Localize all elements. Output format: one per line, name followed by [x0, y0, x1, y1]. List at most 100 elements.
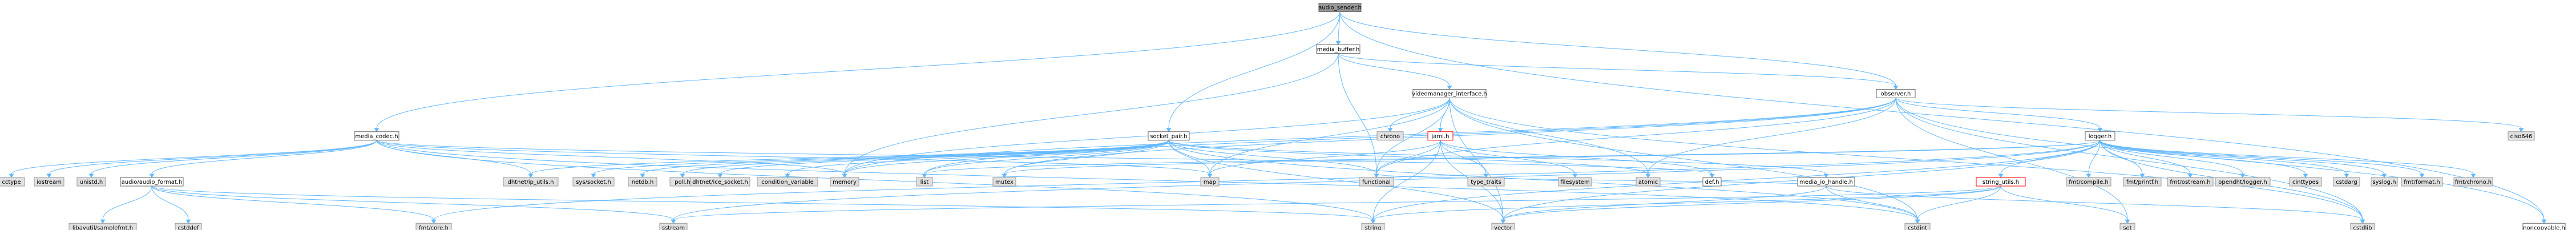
node-label: def.h: [1705, 179, 1719, 185]
arrowhead-media_codec-to-cctype: [9, 173, 14, 178]
node-label: condition_variable: [761, 179, 814, 185]
edge-observer-to-cstdlib: [1895, 98, 2363, 220]
node-box: [1412, 88, 1487, 98]
node-label: atomic: [1638, 179, 1658, 185]
arrowhead-media_codec-to-unistd_h: [88, 173, 94, 178]
node-cinttypes: cinttypes: [2289, 177, 2322, 187]
node-fmt-format: fmt/format.h: [2401, 177, 2443, 187]
node-media-codec[interactable]: media_codec.h: [354, 131, 399, 141]
node-media-io-handle[interactable]: media_io_handle.h: [1797, 177, 1855, 187]
node-box: [757, 177, 818, 187]
node-label: sys/socket.h: [576, 179, 611, 185]
edge-jami-to-map: [1209, 140, 1441, 175]
arrowhead-logger-to-fmt_compile: [2086, 173, 2092, 178]
node-box: [2085, 131, 2115, 141]
edge-jami-to-type_traits: [1440, 140, 1487, 175]
node-box: [2371, 177, 2398, 187]
node-box: [1976, 177, 2026, 187]
node-socket-pair[interactable]: socket_pair.h: [1148, 131, 1190, 141]
node-cstdarg: cstdarg: [2333, 177, 2360, 187]
node-videomanager-interface[interactable]: videomanager_interface.h: [1412, 88, 1487, 98]
edge-media_codec-to-memory: [376, 140, 845, 175]
arrowhead-logger-to-fmt_chrono: [2470, 173, 2476, 178]
edge-string_utils-to-string: [1372, 185, 2001, 220]
arrowhead-videomanager_interface-to-jami: [1438, 128, 1443, 132]
edge-videomanager_interface-to-map: [1209, 98, 1450, 175]
node-audio-sender[interactable]: audio_sender.h: [1318, 3, 1362, 13]
node-label: libavutil/samplefmt.h: [72, 225, 133, 230]
edge-audio_sender-to-media_codec: [376, 11, 1341, 128]
node-box: [2123, 177, 2162, 187]
edge-logger-to-fmt_compile: [2088, 140, 2101, 175]
node-box: [572, 177, 615, 187]
edge-string_utils-to-cstdint: [1917, 185, 2001, 220]
edge-logger-to-syslog_h: [2099, 140, 2385, 175]
node-noncopyable[interactable]: noncopyable.h: [2522, 223, 2566, 230]
node-logger[interactable]: logger.h: [2085, 131, 2115, 141]
arrowhead-audio_format-to-libavutil_samplefmt: [100, 219, 106, 224]
node-label: type_traits: [1471, 179, 1501, 185]
node-box: [1904, 223, 1931, 230]
node-media-buffer[interactable]: media_buffer.h: [1316, 44, 1360, 54]
arrowhead-logger-to-fmt_ostream: [2187, 173, 2193, 178]
node-box: [1491, 223, 1515, 230]
node-string-utils[interactable]: string_utils.h: [1976, 177, 2026, 187]
node-label: netdb.h: [632, 179, 654, 185]
edge-media_buffer-to-videomanager_interface: [1338, 53, 1450, 86]
node-observer[interactable]: observer.h: [1876, 88, 1916, 98]
node-label: poll.h: [675, 179, 691, 185]
edge-logger-to-opendht_logger: [2099, 140, 2243, 175]
node-box: [34, 177, 64, 187]
node-filesystem: filesystem: [1558, 177, 1592, 187]
arrowhead-socket_pair-to-dhtnet_ice_socket: [717, 173, 723, 178]
node-def-h[interactable]: def.h: [1702, 177, 1722, 187]
node-box: [503, 177, 559, 187]
edge-observer-to-list: [924, 98, 1896, 175]
node-box: [1636, 177, 1661, 187]
arrowhead-socket_pair-to-map: [1207, 173, 1213, 178]
arrowhead-media_io_handle-to-functional: [1374, 173, 1379, 178]
node-jami[interactable]: jami.h: [1427, 131, 1453, 141]
edge-media_codec-to-map: [376, 140, 1210, 175]
edge-string_utils-to-set: [2000, 185, 2128, 220]
arrowhead-logger-to-cstdarg: [2344, 173, 2349, 178]
arrowhead-audio_format-to-sstream: [671, 219, 676, 224]
node-fmt-printf: fmt/printf.h: [2123, 177, 2162, 187]
arrowhead-audio_format-to-cstddef: [185, 219, 191, 224]
node-cstdlib: cstdlib: [2350, 223, 2375, 230]
node-label: fmt/format.h: [2404, 179, 2440, 185]
node-opendht-logger: opendht/logger.h: [2215, 177, 2271, 187]
node-box: [2522, 223, 2566, 230]
edge-socket_pair-to-atomic: [1168, 140, 1649, 175]
edge-media_io_handle-to-cstdint: [1826, 185, 1918, 220]
node-condition-variable: condition_variable: [757, 177, 818, 187]
arrowhead-observer-to-logger: [2097, 128, 2103, 132]
edge-logger-to-cinttypes: [2099, 140, 2306, 175]
node-cstdint: cstdint: [1904, 223, 1931, 230]
node-label: unistd.h: [80, 179, 103, 185]
node-label: memory: [833, 179, 857, 185]
node-label: fmt/printf.h: [2126, 179, 2158, 185]
node-label: iostream: [37, 179, 62, 185]
edge-videomanager_interface-to-chrono: [1390, 98, 1450, 128]
edge-observer-to-ciso646: [1895, 98, 2522, 129]
edge-media_buffer-to-observer: [1338, 53, 1896, 86]
edge-jami-to-string: [1372, 140, 1441, 220]
edge-media_codec-to-unistd_h: [91, 140, 377, 175]
node-label: string_utils.h: [1983, 179, 2019, 185]
arrowhead-socket_pair-to-mutex: [1002, 173, 1007, 178]
arrowhead-logger-to-cinttypes: [2303, 173, 2308, 178]
node-fmt-core: fmt/core.h: [415, 223, 452, 230]
edge-audio_sender-to-noncopyable: [1339, 11, 2545, 220]
node-fmt-chrono: fmt/chrono.h: [2453, 177, 2493, 187]
arrowhead-media_io_handle-to-vector: [1500, 219, 1506, 224]
node-vector: vector: [1491, 223, 1515, 230]
node-label: fmt/chrono.h: [2455, 179, 2492, 185]
node-box: [1558, 177, 1592, 187]
node-dhtnet-ice-socket: dhtnet/ice_socket.h: [690, 177, 750, 187]
arrowhead-logger-to-syslog_h: [2381, 173, 2387, 178]
edge-socket_pair-to-map: [1168, 140, 1210, 175]
node-label: audio_sender.h: [1318, 5, 1362, 11]
arrowhead-audio_sender-to-media_codec: [374, 128, 379, 132]
node-audio-format[interactable]: audio/audio_format.h: [120, 177, 184, 187]
